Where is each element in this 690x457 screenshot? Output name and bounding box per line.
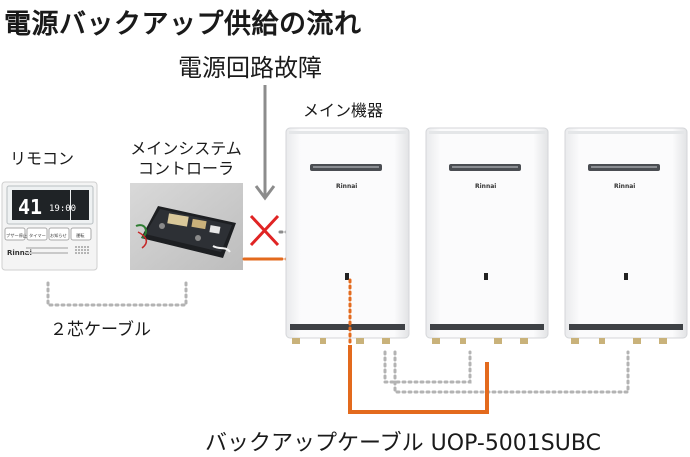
unit-1-brand: Rinnai (336, 183, 357, 190)
diagram-title: 電源バックアップ供給の流れ (4, 9, 362, 40)
fault-x-mark (249, 214, 280, 247)
remote-display-temp: 41 (18, 195, 42, 219)
controller-label-line2: コントローラ (137, 159, 234, 178)
water-heater-unit-3: Rinnai (564, 127, 688, 344)
main-system-controller (130, 183, 243, 270)
unit-2-brand: Rinnai (475, 183, 496, 190)
inter-unit-cable-a (383, 350, 472, 384)
remote-button-1 (4, 227, 26, 241)
remote-display (12, 190, 70, 220)
water-heater-unit-2: Rinnai (425, 127, 549, 344)
backup-cable-label: バックアップケーブル UOP-5001SUBC (205, 431, 601, 456)
controller-label: メインシステム コントローラ (117, 139, 255, 179)
unit-3-brand: Rinnai (614, 183, 635, 190)
remote-button-1-label: ブザー停止 (6, 232, 27, 239)
water-heater-unit-1: Rinnai (285, 127, 410, 344)
remote-speaker-grille (75, 246, 89, 254)
remote-button-3 (48, 227, 70, 241)
two-core-cable-label: ２芯ケーブル (50, 320, 151, 340)
remote-button-2 (26, 227, 48, 241)
backup-cable (348, 345, 489, 414)
remote-display-time: 19:00 (49, 204, 76, 214)
inter-unit-cable-b (393, 350, 630, 394)
remote-button-4-label: 運転 (76, 233, 85, 239)
controller-label-line1: メインシステム (130, 139, 242, 158)
remote-brand: Rinnai (7, 249, 32, 257)
remote-label: リモコン (10, 149, 75, 168)
remote-button-4 (70, 227, 92, 241)
remote-controller: 41 19:00 ブザー停止 タイマー お知らせ 運転 Rinnai (1, 181, 98, 271)
remote-button-3-label: お知らせ (50, 232, 67, 239)
power-fault-label: 電源回路故障 (178, 54, 322, 82)
main-unit-label: メイン機器 (303, 101, 384, 120)
two-core-cable (46, 281, 188, 307)
fault-arrow (254, 85, 276, 201)
remote-button-2-label: タイマー (29, 232, 46, 239)
